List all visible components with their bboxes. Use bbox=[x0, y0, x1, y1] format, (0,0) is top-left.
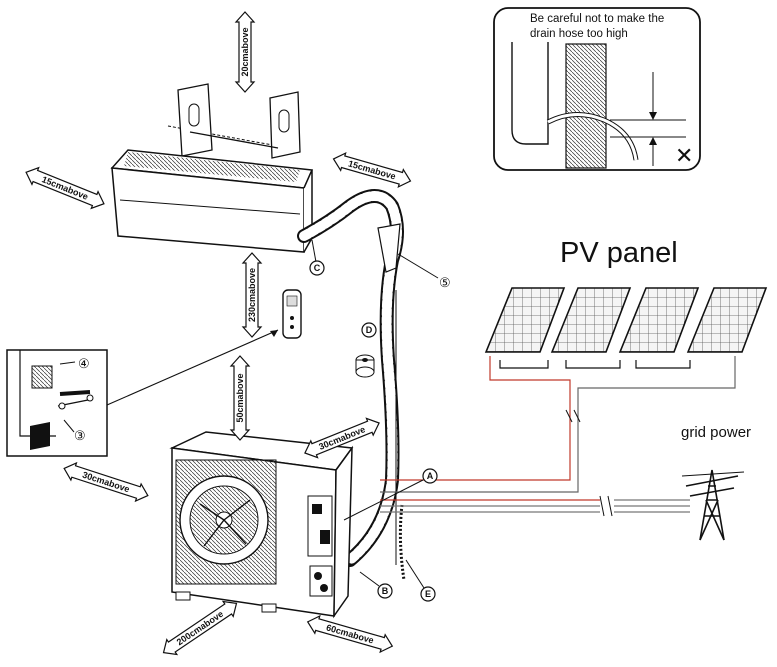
part-label-a: A bbox=[427, 471, 434, 481]
part-label-b: B bbox=[382, 586, 389, 596]
pv-panel-4 bbox=[686, 287, 768, 353]
clearance-right-label: 15cmabove bbox=[347, 158, 397, 181]
part-detail-inset: ④ ③ bbox=[6, 349, 108, 457]
pv-panel-3 bbox=[618, 287, 700, 353]
callout-text-line1: Be careful not to make the bbox=[530, 13, 664, 25]
part-label-4: ④ bbox=[78, 356, 90, 371]
clearance-top-label: 20cmabove bbox=[240, 27, 250, 76]
pv-panel-array bbox=[484, 287, 768, 353]
part-label-5: ⑤ bbox=[439, 275, 451, 290]
part-marker-a: A bbox=[343, 468, 438, 521]
wall-section bbox=[565, 43, 607, 169]
pv-panel-title: PV panel bbox=[560, 237, 678, 269]
clearance-arrow-outdoor-left: 30cmabove bbox=[63, 461, 149, 503]
pv-panel-1 bbox=[484, 287, 566, 353]
tape-roll bbox=[355, 354, 375, 378]
indoor-unit bbox=[110, 149, 314, 253]
leader-line bbox=[106, 329, 279, 406]
cross-mark-icon: ✕ bbox=[675, 143, 693, 168]
clearance-outdoor-side-label: 60cmabove bbox=[325, 622, 375, 645]
part-label-e: E bbox=[425, 589, 431, 599]
remote-control bbox=[282, 289, 302, 339]
drain-hose bbox=[398, 504, 406, 581]
clearance-arrow-below: 230cmabove bbox=[241, 252, 263, 338]
part-label-3: ③ bbox=[74, 428, 86, 443]
drain-hose-callout: Be careful not to make the drain hose to… bbox=[493, 7, 701, 171]
clearance-arrow-outdoor-top: 50cmabove bbox=[229, 355, 251, 441]
clearance-outdoor-front-label: 200cmabove bbox=[175, 609, 225, 648]
mounting-plate bbox=[167, 83, 301, 159]
part-marker-c: C bbox=[309, 239, 325, 276]
part-label-d: D bbox=[366, 325, 373, 335]
part-label-c: C bbox=[314, 263, 321, 273]
clearance-arrow-top: 20cmabove bbox=[234, 11, 256, 93]
callout-text-line2: drain hose too high bbox=[530, 28, 628, 40]
wiring bbox=[380, 356, 736, 517]
clearance-arrow-outdoor-side: 60cmabove bbox=[306, 614, 394, 654]
part-marker-5: ⑤ bbox=[397, 253, 451, 290]
power-pylon-icon bbox=[681, 469, 745, 541]
part-marker-b: B bbox=[359, 571, 393, 599]
clearance-arrow-outdoor-front: 200cmabove bbox=[162, 600, 238, 656]
clearance-arrow-right: 15cmabove bbox=[332, 151, 412, 189]
clearance-below-label: 230cmabove bbox=[247, 268, 257, 322]
pv-panel-2 bbox=[550, 287, 632, 353]
grid-power-label: grid power bbox=[681, 424, 751, 441]
clearance-outdoor-top-label: 50cmabove bbox=[235, 373, 245, 422]
clearance-arrow-left: 15cmabove bbox=[25, 166, 105, 210]
outdoor-unit bbox=[169, 431, 354, 619]
part-marker-d: D bbox=[361, 322, 377, 338]
part-marker-e: E bbox=[405, 559, 436, 602]
